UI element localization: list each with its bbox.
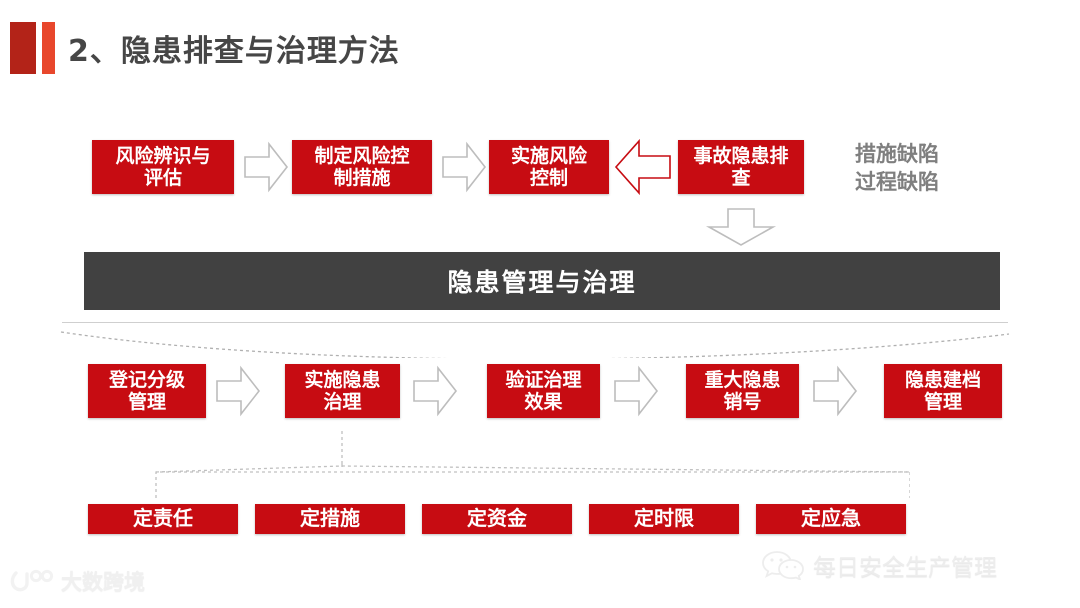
process-box-control-measures[interactable]: 制定风险控 制措施 bbox=[292, 140, 432, 194]
measure-box-emergency[interactable]: 定应急 bbox=[756, 504, 906, 534]
wechat-logo-icon bbox=[762, 550, 804, 580]
watermark-left-label: 大数跨境 bbox=[61, 570, 145, 594]
process-box-registration-grading[interactable]: 登记分级 管理 bbox=[88, 364, 206, 418]
chevron-right-icon-5 bbox=[613, 363, 659, 419]
process-box-major-hazard-closure[interactable]: 重大隐患 销号 bbox=[686, 364, 799, 418]
title-accent-bar-dark bbox=[10, 22, 36, 74]
title-accent-bar-bright bbox=[42, 22, 55, 74]
process-box-hazard-investigation[interactable]: 事故隐患排 查 bbox=[678, 140, 804, 194]
process-box-hazard-archive[interactable]: 隐患建档 管理 bbox=[884, 364, 1002, 418]
hazard-management-banner: 隐患管理与治理 bbox=[84, 252, 1000, 310]
dashu-logo-icon bbox=[10, 569, 54, 593]
measure-box-responsibility[interactable]: 定责任 bbox=[88, 504, 238, 534]
chevron-right-icon-2 bbox=[441, 139, 487, 195]
chevron-right-icon-6 bbox=[812, 363, 858, 419]
chevron-right-icon-4 bbox=[412, 363, 458, 419]
chevron-right-icon-3 bbox=[215, 363, 261, 419]
process-box-verify-effect[interactable]: 验证治理 效果 bbox=[487, 364, 600, 418]
dashed-curve-connector bbox=[55, 318, 1015, 358]
arrow-down-icon bbox=[704, 207, 778, 247]
process-box-implement-rectification[interactable]: 实施隐患 治理 bbox=[285, 364, 400, 418]
process-box-implement-control[interactable]: 实施风险 控制 bbox=[489, 140, 609, 194]
watermark-left: 大数跨境 bbox=[10, 566, 145, 596]
measure-box-funding[interactable]: 定资金 bbox=[422, 504, 572, 534]
chevron-left-icon-feedback bbox=[613, 136, 673, 198]
measure-box-measures[interactable]: 定措施 bbox=[255, 504, 405, 534]
watermark-right: 每日安全生产管理 bbox=[762, 548, 997, 582]
defect-note-text: 措施缺陷 过程缺陷 bbox=[855, 142, 939, 195]
measure-box-deadline[interactable]: 定时限 bbox=[589, 504, 739, 534]
separator-line bbox=[62, 322, 1008, 323]
process-box-risk-identification[interactable]: 风险辨识与 评估 bbox=[92, 140, 234, 194]
brace-connector bbox=[110, 418, 910, 510]
watermark-right-label: 每日安全生产管理 bbox=[813, 555, 997, 581]
page-title: 2、隐患排查与治理方法 bbox=[68, 34, 400, 69]
chevron-right-icon-1 bbox=[243, 139, 289, 195]
